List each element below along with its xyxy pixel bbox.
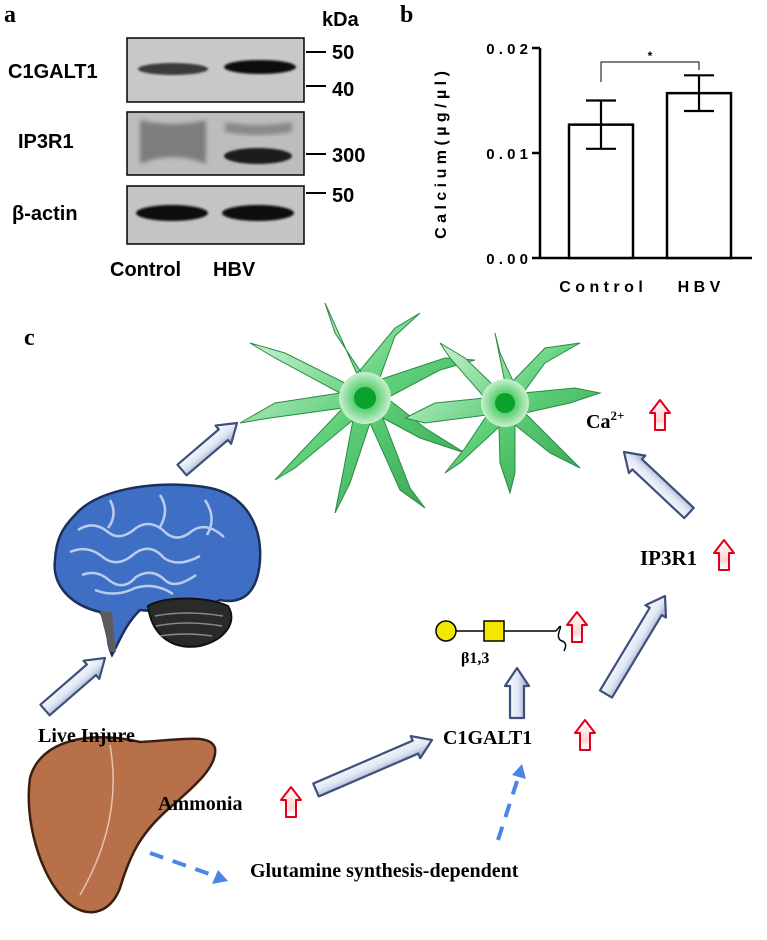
glycan-symbol bbox=[435, 620, 567, 652]
band-actin-control bbox=[136, 205, 208, 221]
astrocyte-left-nucleus bbox=[354, 387, 376, 409]
arrow-c1galt1-to-glycan bbox=[503, 666, 531, 720]
glycan-protein-wave bbox=[555, 625, 567, 652]
marker-50a: 50 bbox=[332, 42, 354, 64]
flow-arrows bbox=[39, 421, 695, 798]
liver-shape bbox=[27, 735, 217, 914]
row-label-ip3r1: IP3R1 bbox=[18, 131, 74, 153]
liver-illustration bbox=[27, 735, 217, 914]
bar-hbv bbox=[665, 91, 733, 260]
kda-header: kDa bbox=[322, 9, 360, 31]
x-tick-label-control: C o n t r o l bbox=[559, 279, 643, 296]
arrow-brain-to-astrocyte-shape bbox=[176, 421, 239, 477]
panel-a-label: a bbox=[4, 2, 16, 28]
band-c1galt1-hbv bbox=[224, 60, 296, 74]
label-glutamine: Glutamine synthesis-dependent bbox=[250, 860, 519, 882]
row-label-beta-actin: β-actin bbox=[12, 203, 78, 225]
dashed-arrow-c1galt1-line bbox=[496, 774, 521, 841]
band-actin-hbv bbox=[222, 205, 294, 221]
astrocyte-right-nucleus bbox=[495, 393, 515, 413]
significance-star: * bbox=[648, 49, 653, 63]
dashed-arrow-c1galt1-head bbox=[512, 764, 526, 779]
marker-50b: 50 bbox=[332, 185, 354, 207]
arrow-ip3r1-to-ca bbox=[622, 450, 695, 520]
galactose-circle bbox=[435, 620, 457, 642]
brain-gyri bbox=[69, 494, 225, 596]
arrow-ammonia-to-c1galt1-shape bbox=[312, 735, 434, 798]
up-arrow-glycan bbox=[566, 611, 588, 643]
significance-bracket bbox=[600, 61, 700, 82]
lane-label-hbv: HBV bbox=[213, 259, 256, 281]
band-ip3r1-hbv bbox=[224, 148, 292, 164]
marker-40: 40 bbox=[332, 79, 354, 101]
band-c1galt1-control bbox=[138, 63, 208, 75]
row-label-c1galt1: C1GALT1 bbox=[8, 61, 98, 83]
arrow-brain-to-astrocyte bbox=[176, 421, 239, 477]
brain-stem bbox=[100, 612, 116, 652]
up-arrows bbox=[280, 399, 735, 818]
dashed-arrow-liver-line bbox=[149, 851, 219, 879]
dashed-arrow-liver-head bbox=[212, 870, 228, 884]
arrow-ip3r1-to-ca-shape bbox=[622, 450, 695, 520]
dashed-arrows bbox=[149, 764, 526, 884]
arrow-c1galt1-to-glycan-shape bbox=[503, 666, 531, 720]
label-ip3r1: IP3R1 bbox=[640, 546, 697, 570]
liver-lobe-line bbox=[79, 744, 114, 896]
label-ammonia: Ammonia bbox=[158, 793, 242, 815]
panel-b-label: b bbox=[400, 2, 413, 28]
up-arrow-ammonia bbox=[280, 786, 302, 818]
marker-300: 300 bbox=[332, 145, 365, 167]
calcium-bar-chart: 0 . 0 0 0 . 0 1 0 . 0 2 C a l c i u m ( µ g… bbox=[433, 41, 752, 296]
label-live-injure: Live Injure bbox=[38, 725, 135, 747]
up-arrow-ip3r1 bbox=[713, 539, 735, 571]
brain-illustration bbox=[53, 483, 262, 658]
arrow-to-ip3r1-shape bbox=[598, 594, 668, 699]
arrow-liver-to-brain bbox=[39, 656, 107, 717]
y-tick-label: 0 . 0 2 bbox=[486, 41, 528, 58]
up-arrow-ca bbox=[649, 399, 671, 431]
panel-c-label: c bbox=[24, 325, 35, 351]
arrow-to-ip3r1 bbox=[598, 594, 668, 699]
band-ip3r1-control bbox=[140, 120, 206, 164]
panel-c: c bbox=[24, 302, 735, 914]
arrow-ammonia-to-c1galt1 bbox=[312, 735, 434, 798]
y-axis-label: C a l c i u m ( µ g / µ l ) bbox=[433, 71, 450, 239]
y-tick-label: 0 . 0 1 bbox=[486, 146, 528, 163]
label-c1galt1: C1GALT1 bbox=[443, 727, 532, 749]
panel-b: b 0 . 0 0 0 . 0 1 0 . 0 2 C a l c i u m ( µ… bbox=[400, 2, 752, 296]
astrocyte-left bbox=[239, 302, 476, 514]
arrow-liver-to-brain-shape bbox=[39, 656, 107, 717]
band-ip3r1-hbv-upper bbox=[225, 122, 292, 135]
y-tick-label: 0 . 0 0 bbox=[486, 251, 528, 268]
label-ca: Ca2+ bbox=[586, 408, 624, 433]
label-beta13: β1,3 bbox=[461, 650, 489, 667]
brain-cerebellum-folia bbox=[154, 612, 224, 637]
x-tick-label-hbv: H B V bbox=[678, 279, 721, 296]
lane-label-control: Control bbox=[110, 259, 181, 281]
astrocyte-right bbox=[403, 332, 602, 495]
up-arrow-c1galt1 bbox=[574, 719, 596, 751]
panel-a: a kDa C1GALT1 IP3R1 β-actin 50 40 300 50… bbox=[4, 2, 365, 281]
galnac-square bbox=[483, 620, 505, 642]
